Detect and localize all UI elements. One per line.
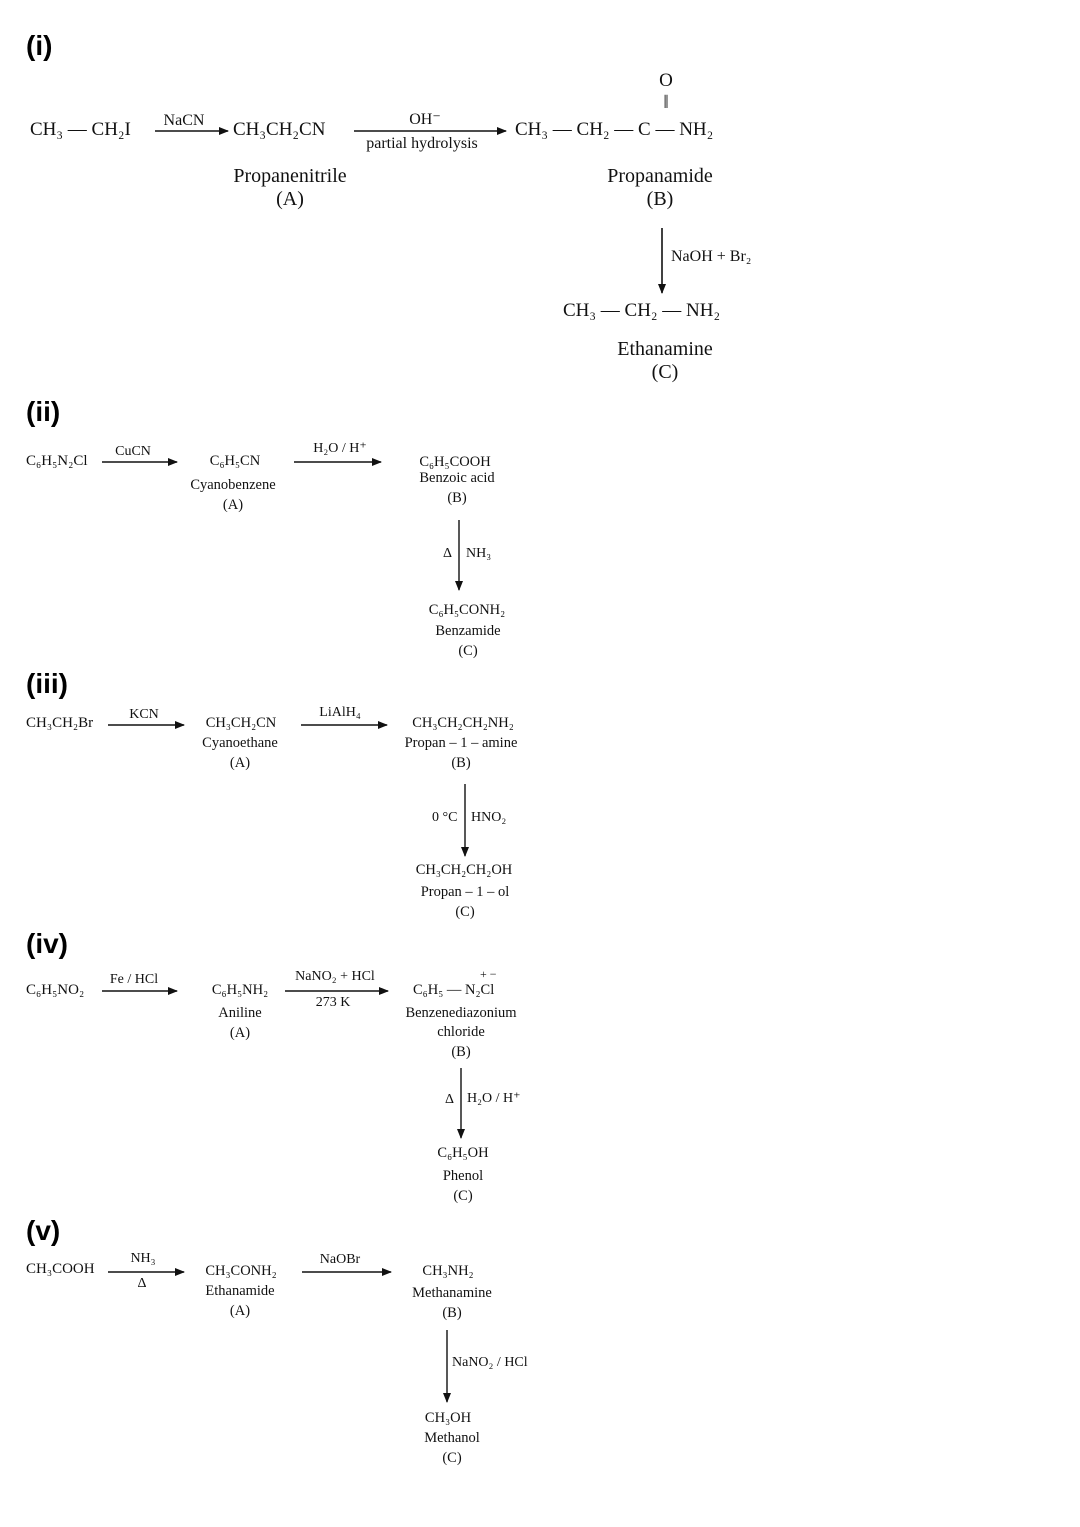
product-c-formula: CH₃OH	[424, 1410, 472, 1426]
product-c-name: Propan – 1 – ol	[420, 884, 510, 900]
section-label: (iv)	[26, 928, 68, 959]
product-c-name: Ethanamine	[617, 338, 713, 360]
product-b-tag: (B)	[447, 490, 467, 506]
reagent-step-2: LiAlH₄	[319, 705, 361, 720]
starting-compound: C₆H₅NO₂	[26, 982, 85, 998]
reagent-step-2-bottom: 273 K	[315, 995, 351, 1010]
reagent-step-2-top: NaNO₂ + HCl	[295, 969, 375, 984]
reagent-step-2: NaOBr	[319, 1252, 361, 1267]
starting-compound: CH₃CH₂Br	[26, 715, 94, 731]
product-a-tag: (A)	[276, 188, 304, 210]
reagent-step-1: CuCN	[115, 444, 151, 459]
product-a-tag: (A)	[229, 755, 251, 771]
product-a-formula: CH₃CONH₂	[205, 1263, 277, 1279]
product-b-name: Propanamide	[607, 165, 713, 187]
reagent-step-3-right: H₂O / H⁺	[467, 1091, 521, 1106]
product-b-tag: (B)	[451, 755, 471, 771]
reagent-step-2: H₂O / H⁺	[313, 441, 367, 456]
product-b-name: Benzoic acid	[419, 470, 495, 486]
reagent-step-3: NaOH + Br₂	[671, 248, 752, 265]
product-b-formula: C₆H₅ — N₂Cl	[413, 982, 495, 998]
product-a-name: Propanenitrile	[233, 165, 347, 187]
product-c-formula: CH₃ — CH₂ — NH₂	[563, 300, 721, 321]
product-c-formula: CH₃CH₂CH₂OH	[415, 862, 513, 878]
reagent-step-3: NaNO₂ / HCl	[452, 1355, 528, 1370]
product-a-name: Cyanobenzene	[190, 477, 276, 493]
reagent-step-1: NaCN	[163, 112, 205, 129]
product-c-tag: (C)	[651, 361, 679, 383]
product-c-tag: (C)	[453, 1188, 473, 1204]
product-b-carbonyl-oxygen: O	[659, 70, 673, 91]
product-c-tag: (C)	[458, 643, 478, 659]
product-a-name: Aniline	[218, 1005, 262, 1021]
section-label: (ii)	[26, 396, 61, 427]
product-b-formula: CH₃NH₂	[422, 1263, 474, 1279]
reagent-step-1-bottom: Δ	[137, 1276, 147, 1291]
product-b-formula: CH₃ — CH₂ — C — NH₂	[515, 119, 714, 140]
reagent-step-2-top: OH⁻	[409, 111, 441, 128]
reagent-step-1: Fe / HCl	[109, 972, 159, 987]
product-b-charges: + −	[480, 967, 497, 981]
product-b-name: Propan – 1 – amine	[404, 735, 518, 751]
product-c-name: Benzamide	[435, 623, 501, 639]
reagent-step-1-top: NH₃	[130, 1251, 156, 1266]
product-a-formula: C₆H₅NH₂	[211, 982, 269, 998]
starting-compound: C₆H₅N₂Cl	[26, 453, 88, 469]
product-c-formula: C₆H₅OH	[437, 1145, 489, 1161]
product-a-formula: CH₃CH₂CN	[205, 715, 277, 731]
product-c-tag: (C)	[442, 1450, 462, 1466]
starting-compound: CH₃ — CH₂I	[30, 119, 131, 140]
reagent-step-2-bottom: partial hydrolysis	[366, 135, 478, 152]
product-b-tag: (B)	[442, 1305, 462, 1321]
reagent-step-1: KCN	[129, 707, 159, 722]
product-b-name: Methanamine	[412, 1285, 492, 1301]
reagent-step-3-left: 0 °C	[432, 810, 458, 825]
section-label: (iii)	[26, 668, 68, 699]
starting-compound: CH₃COOH	[26, 1261, 95, 1277]
product-b-name-line-1: Benzenediazonium	[405, 1005, 517, 1021]
product-a-tag: (A)	[229, 1025, 251, 1041]
product-b-formula: C₆H₅COOH	[419, 454, 491, 470]
product-b-tag: (B)	[646, 188, 674, 210]
product-a-formula: C₆H₅CN	[209, 453, 261, 469]
reagent-step-3-right: HNO₂	[471, 810, 507, 825]
reagent-step-3-left: Δ	[443, 546, 453, 561]
product-b-tag: (B)	[451, 1044, 471, 1060]
product-b-double-bond: ‖	[663, 92, 669, 113]
product-b-formula: CH₃CH₂CH₂NH₂	[412, 715, 514, 731]
reagent-step-3-right: NH₃	[466, 546, 492, 561]
product-b-name-line-2: chloride	[437, 1024, 485, 1040]
product-c-tag: (C)	[455, 904, 475, 920]
product-c-formula: C₆H₅CONH₂	[428, 602, 506, 618]
product-a-name: Cyanoethane	[202, 735, 278, 751]
section-label: (i)	[26, 30, 53, 61]
product-a-tag: (A)	[222, 497, 244, 513]
product-a-tag: (A)	[229, 1303, 251, 1319]
product-a-name: Ethanamide	[205, 1283, 275, 1299]
product-a-formula: CH₃CH₂CN	[233, 119, 326, 140]
section-label: (v)	[26, 1215, 61, 1246]
product-c-name: Phenol	[442, 1168, 484, 1184]
product-c-name: Methanol	[424, 1430, 480, 1446]
reagent-step-3-left: Δ	[445, 1092, 455, 1107]
